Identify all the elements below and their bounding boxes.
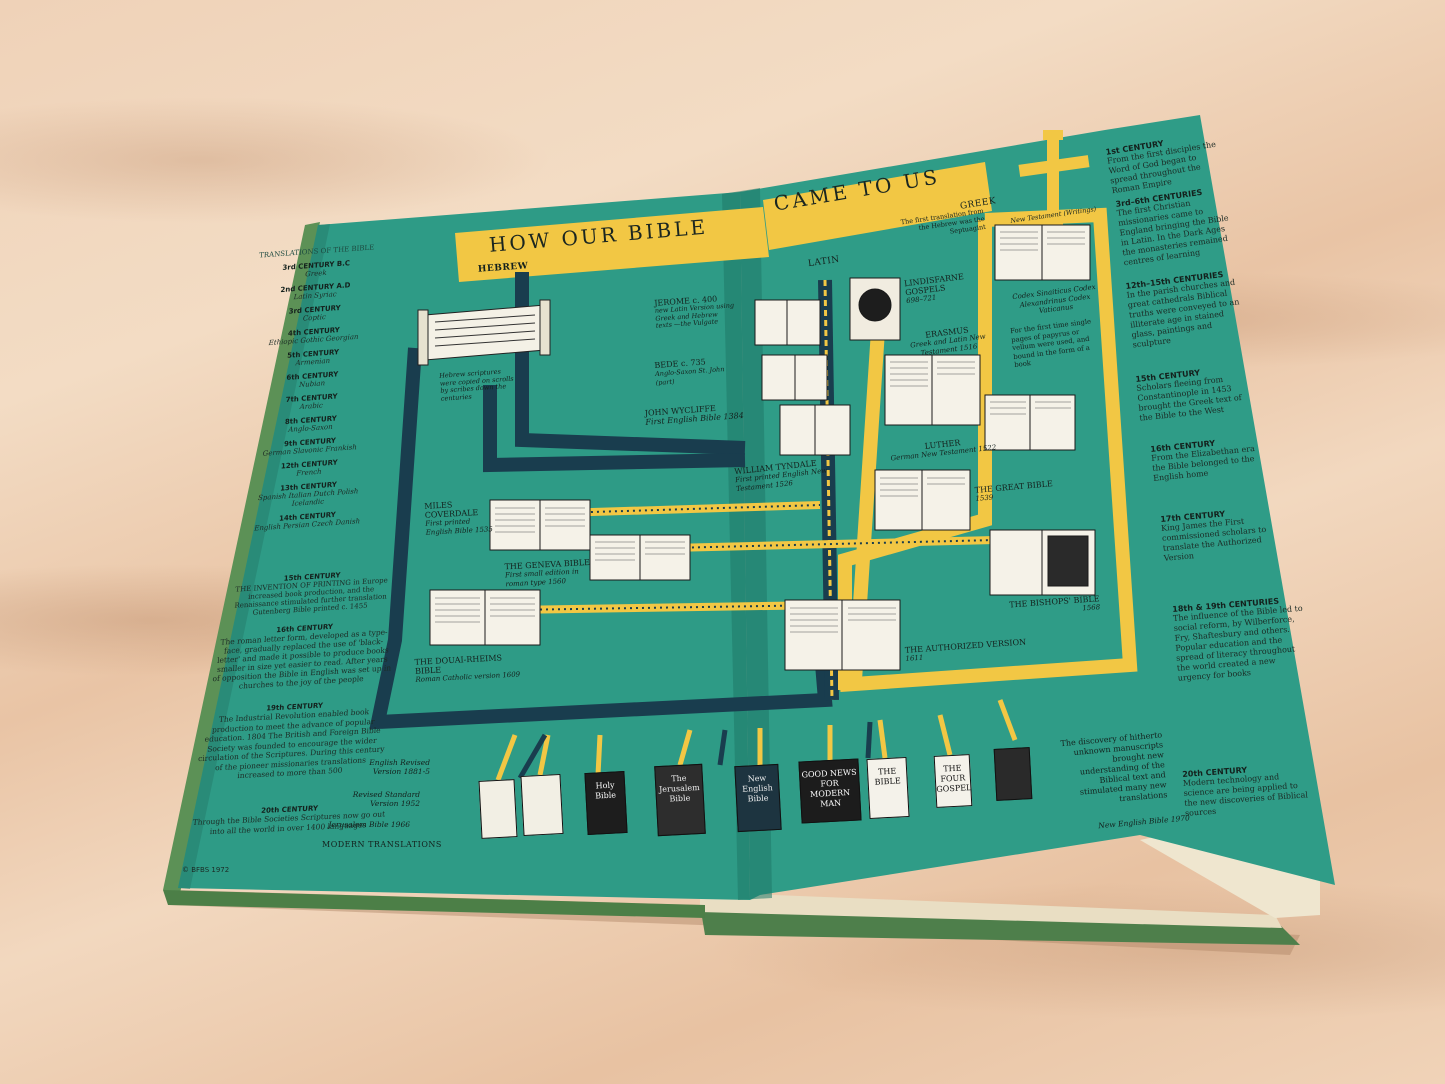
bishops-bible-book: [989, 529, 1096, 596]
discovery-note: The discovery of hitherto unknown manusc…: [1060, 730, 1168, 804]
left-cover-edge: [163, 222, 320, 903]
coverdale-note: First printed English Bible 1535: [425, 517, 494, 537]
c16-text: The roman letter form, developed as a ty…: [212, 627, 392, 691]
right-margin-text: The influence of the Bible led to social…: [1172, 603, 1303, 683]
modern-bible-cover: [478, 779, 518, 839]
modern-bible-cover: THE FOUR GOSPELS: [933, 754, 973, 808]
erv-label: English Revised Version 1881-5: [369, 758, 430, 776]
page-block-bottom: [700, 892, 1282, 928]
bible-illustrations: [429, 224, 1096, 671]
left-16th-century: 16th CENTURY The roman letter form, deve…: [211, 619, 394, 692]
jerome-label: JEROME c. 400 new Latin Version using Gr…: [654, 293, 736, 330]
title-banner: [455, 207, 769, 282]
geneva-book: [589, 534, 691, 581]
modern-translations-label: MODERN TRANSLATIONS: [322, 840, 442, 849]
coverdale-book: [489, 499, 591, 551]
wycliffe-book: [754, 299, 821, 346]
erasmus-book: [884, 354, 981, 426]
authorized-version-book: [784, 599, 901, 671]
douai-book: [429, 589, 541, 646]
coverdale-label: MILES COVERDALE First printed English Bi…: [424, 498, 496, 538]
luther-book: [984, 394, 1076, 451]
scroll-note: Hebrew scriptures were copied on scrolls…: [438, 367, 514, 403]
douai-label: THE DOUAI-RHEIMS BIBLE Roman Catholic ve…: [414, 652, 525, 685]
modern-bible-cover: Holy Bible: [584, 770, 628, 836]
modern-bible-cover: [520, 773, 564, 837]
modern-bible-cover: New English Bible: [734, 763, 782, 833]
modern-bible-cover: THE BIBLE: [866, 756, 910, 820]
tyndale-book: [779, 404, 851, 456]
modern-bible-cover: GOOD NEWS FOR MODERN MAN: [798, 758, 862, 824]
modern-bible-cover: [993, 747, 1033, 801]
scroll-icon: [417, 299, 551, 366]
lindisfarne-page: [849, 277, 901, 341]
modern-bible-cover: The Jerusalem Bible: [654, 763, 706, 837]
rsv-label: Revised Standard Version 1952: [352, 790, 420, 808]
codex-book: [994, 224, 1091, 281]
left-margin: TRANSLATIONS OF THE BIBLE 3rd CENTURY B.…: [242, 242, 391, 533]
bede-book: [761, 354, 828, 401]
jb-label: Jerusalem Bible 1966: [328, 820, 410, 829]
modern-connectors: [495, 699, 1018, 781]
left-page: [178, 192, 750, 900]
geneva-label: THE GENEVA BIBLE First small edition in …: [504, 558, 595, 590]
copyright: © BFBS 1972: [182, 866, 230, 874]
great-bible-book: [874, 469, 971, 531]
